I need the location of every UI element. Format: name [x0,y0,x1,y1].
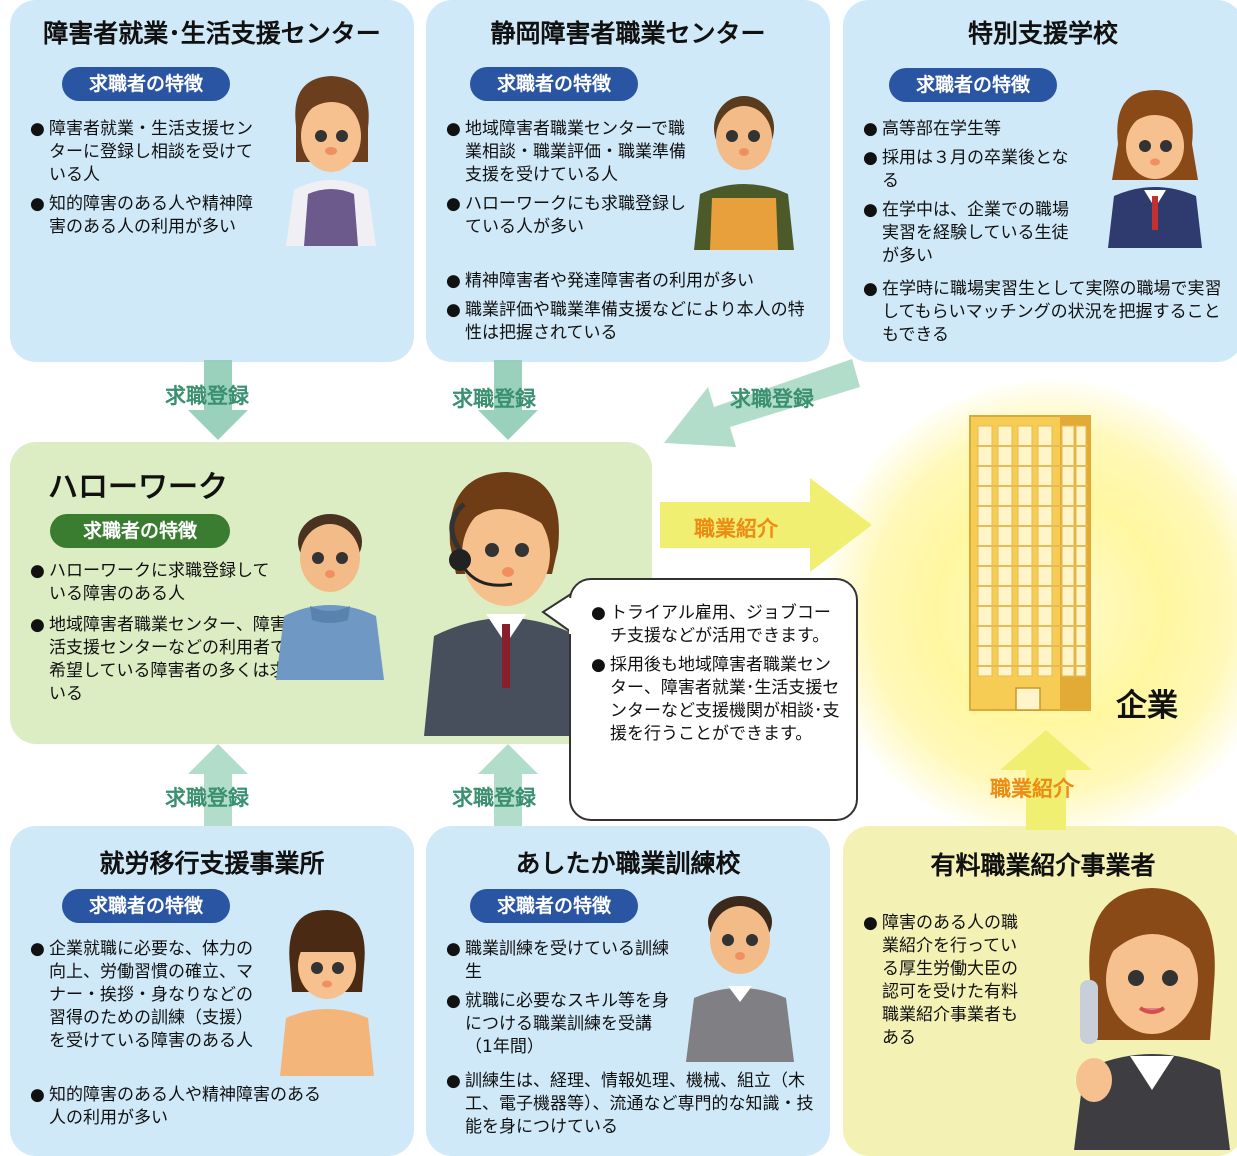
flow-label-register: 求職登録 [452,387,536,411]
list-item: ●高等部在学生等 [863,119,1001,139]
list-item: ●採用は３月の卒業後となる [863,148,1069,191]
shizuoka-box: 静岡障害者職業センター 求職者の特徴 ●地域障害者職業センターで職業相談・職業評… [426,0,830,362]
male-trainee-icon [686,896,794,1062]
company-building-icon [969,415,1091,711]
shizuoka-list-wide: ●精神障害者や発達障害者の利用が多い ●職業評価や職業準備支援などにより本人の特… [446,270,821,351]
shizuoka-features-pill: 求職者の特徴 [470,67,638,101]
list-item: ●精神障害者や発達障害者の利用が多い [446,271,754,291]
transition-list-1: ●企業就職に必要な、体力の向上、労働習慣の確立、マナー・挨拶・身なりなどの習得の… [30,938,266,1059]
speech-bubble: ●トライアル雇用、ジョブコーチ支援などが活用できます。 ●採用後も地域障害者職業… [569,578,858,821]
shizuoka-title: 静岡障害者職業センター [490,19,766,48]
ashitaka-list-1: ●職業訓練を受けている訓練生 ●就職に必要なスキル等を身につける職業訓練を受講（… [446,938,676,1065]
list-item: ●就職に必要なスキル等を身につける職業訓練を受講（1年間） [446,991,669,1057]
transition-title: 就労移行支援事業所 [99,849,325,878]
list-item: ●トライアル雇用、ジョブコーチ支援などが活用できます。 [591,603,831,646]
company-label: 企業 [1116,688,1178,724]
ashitaka-features-pill: 求職者の特徴 [470,889,638,923]
flow-label-register: 求職登録 [165,384,249,408]
school-list: ●高等部在学生等 ●採用は３月の卒業後となる ●在学中は、企業での職場実習を経験… [863,118,1085,274]
center-list: ●障害者就業・生活支援センターに登録し相談を受けている人 ●知的障害のある人や精… [30,118,262,245]
male-worker-icon [694,96,794,250]
bubble-seam-cover [569,598,575,634]
agency-title: 有料職業紹介事業者 [930,851,1156,880]
center-box: 障害者就業･生活支援センター 求職者の特徴 ●障害者就業・生活支援センターに登録… [10,0,414,362]
list-item: ●職業評価や職業準備支援などにより本人の特性は把握されている [446,300,805,343]
list-item: ●ハローワークに求職登録している障害のある人 [30,561,270,604]
transition-box: 就労移行支援事業所 求職者の特徴 ●企業就職に必要な、体力の向上、労働習慣の確立… [10,826,414,1156]
transition-list-2: ●知的障害のある人や精神障害のある人の利用が多い [30,1084,330,1136]
list-item: ●ハローワークにも求職登録している人が多い [446,194,686,237]
female-trainee-icon [280,910,374,1076]
list-item: ●在学中は、企業での職場実習を経験している生徒が多い [863,200,1069,266]
hellowork-features-pill: 求職者の特徴 [50,514,230,548]
down-arrow-center [188,360,248,440]
female-student-icon [1108,90,1202,248]
flow-label-referral: 職業紹介 [990,777,1074,801]
list-item: ●知的障害のある人や精神障害のある人の利用が多い [30,1085,321,1128]
list-item: ●企業就職に必要な、体力の向上、労働習慣の確立、マナー・挨拶・身なりなどの習得の… [30,939,253,1051]
list-item: ●職業訓練を受けている訓練生 [446,939,669,982]
school-features-pill: 求職者の特徴 [889,68,1057,102]
right-arrow-referral [660,478,872,572]
hellowork-title: ハローワーク [48,470,228,505]
list-item: ●障害者就業・生活支援センターに登録し相談を受けている人 [30,119,253,185]
list-item: ●障害のある人の職業紹介を行っている厚生労働大臣の認可を受けた有料職業紹介事業者… [863,913,1018,1048]
flow-label-referral: 職業紹介 [694,517,778,541]
center-title: 障害者就業･生活支援センター [43,19,381,48]
female-staff-icon [286,76,376,246]
male-jobseeker-icon [276,514,384,680]
list-item: ●地域障害者職業センターで職業相談・職業評価・職業準備支援を受けている人 [446,119,686,185]
list-item: ●採用後も地域障害者職業センター、障害者就業･生活支援センターなど支援機関が相談… [591,655,840,744]
list-item: ●知的障害のある人や精神障害のある人の利用が多い [30,194,253,237]
phone-operator-icon [1074,888,1230,1150]
bubble-list: ●トライアル雇用、ジョブコーチ支援などが活用できます。 ●採用後も地域障害者職業… [591,602,841,752]
ashitaka-list-2: ●訓練生は、経理、情報処理、機械、組立（木工、電子機器等）、流通など専門的な知識… [446,1070,826,1145]
up-arrow-ashitaka [478,744,538,826]
list-item: ●訓練生は、経理、情報処理、機械、組立（木工、電子機器等）、流通など専門的な知識… [446,1071,814,1137]
up-arrow-transition [188,744,248,826]
ashitaka-title: あしたか職業訓練校 [515,849,741,878]
center-features-pill: 求職者の特徴 [62,67,230,101]
diagonal-arrow-school [664,359,860,447]
school-list-wide: ●在学時に職場実習生として実際の職場で実習してもらいマッチングの状況を把握するこ… [863,278,1235,353]
down-arrow-shizuoka [478,360,538,440]
shizuoka-list: ●地域障害者職業センターで職業相談・職業評価・職業準備支援を受けている人 ●ハロ… [446,118,696,245]
flow-label-register: 求職登録 [452,786,536,810]
headset-staff-icon [424,472,584,736]
hellowork-list-1: ●ハローワークに求職登録している障害のある人 [30,560,275,612]
flow-label-register: 求職登録 [730,387,814,411]
school-title: 特別支援学校 [967,19,1118,48]
flow-label-register: 求職登録 [165,786,249,810]
school-box: 特別支援学校 求職者の特徴 ●高等部在学生等 ●採用は３月の卒業後となる ●在学… [843,0,1237,362]
agency-list: ●障害のある人の職業紹介を行っている厚生労働大臣の認可を受けた有料職業紹介事業者… [863,912,1033,1056]
up-arrow-agency [1000,730,1092,830]
transition-features-pill: 求職者の特徴 [62,889,230,923]
list-item: ●在学時に職場実習生として実際の職場で実習してもらいマッチングの状況を把握するこ… [863,279,1222,345]
